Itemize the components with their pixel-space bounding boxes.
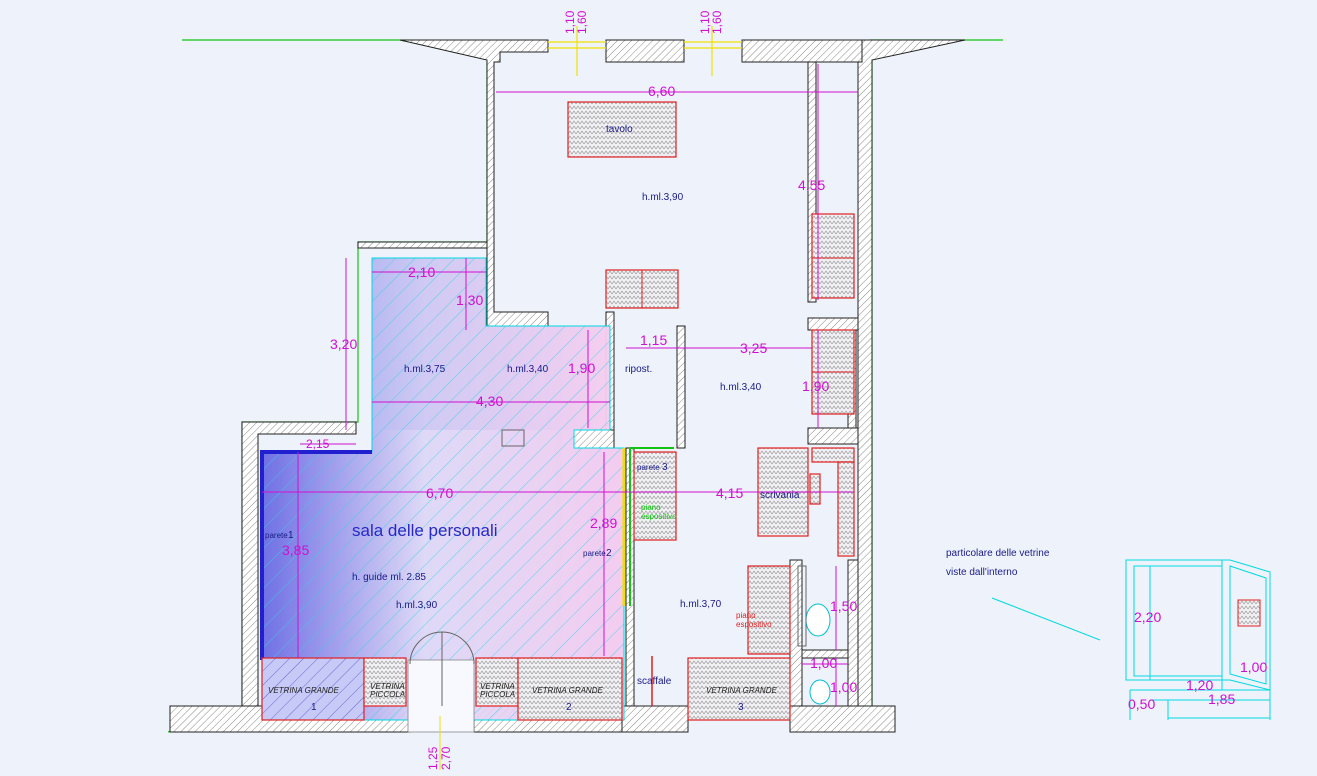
dim-ripost-h: 1,90 xyxy=(568,360,595,376)
detail-width: 1,85 xyxy=(1208,691,1235,707)
dim-small-w: 2,15 xyxy=(306,437,330,451)
dimension-lines xyxy=(262,64,858,706)
label-vetrina-grande-1: VETRINA GRANDE xyxy=(268,686,339,695)
label-vetrina-2: 2 xyxy=(566,702,572,713)
vetrine-detail: particolare delle vetrine viste dall'int… xyxy=(946,548,1271,720)
tavolo xyxy=(567,101,677,158)
label-parete-2: parete xyxy=(583,549,606,558)
dim-sala-h: 3,85 xyxy=(282,542,309,558)
walls xyxy=(169,39,966,733)
label-vetrina-grande-2: VETRINA GRANDE xyxy=(532,686,603,695)
dim-door-a: 1,25 xyxy=(426,746,440,770)
label-parete-2-num: 2 xyxy=(606,548,612,559)
sala-area xyxy=(260,257,674,721)
dim-left-upper-w: 2,10 xyxy=(408,264,435,280)
dim-notch-h: 1,30 xyxy=(456,292,483,308)
dim-top-width: 6,60 xyxy=(648,83,675,99)
dim-left-h: 3,20 xyxy=(330,336,357,352)
dim-win2-a: 1,10 xyxy=(698,10,712,34)
dim-mid-w: 4,30 xyxy=(476,393,503,409)
dim-win1-b: 1,60 xyxy=(575,10,589,34)
height-guide: h. guide ml. 2.85 xyxy=(352,572,426,583)
furniture xyxy=(261,101,855,721)
dim-right-w: 3,25 xyxy=(740,340,767,356)
label-espositivo-2: espositivo xyxy=(736,620,772,629)
windows-top xyxy=(548,26,742,76)
label-ripost: ripost. xyxy=(625,364,652,375)
label-piano-1: piano xyxy=(641,503,661,512)
dim-right-box-h: 1,90 xyxy=(802,378,829,394)
label-vetrina-grande-3: VETRINA GRANDE xyxy=(706,686,777,695)
label-scrivania: scrivania xyxy=(760,490,800,501)
entrance-door xyxy=(407,631,475,770)
label-parete-3: parete xyxy=(637,463,660,472)
label-espositivo-1: espositivo xyxy=(641,512,677,521)
room-labels: tavolo h.ml.3,90 h.ml.3,75 h.ml.3,40 rip… xyxy=(265,124,800,687)
detail-caption-1: particolare delle vetrine xyxy=(946,548,1050,559)
height-left-upper: h.ml.3,75 xyxy=(404,364,446,375)
height-sala: h.ml.3,90 xyxy=(396,600,438,611)
dim-parete2-h: 2,89 xyxy=(590,515,617,531)
label-tavolo: tavolo xyxy=(606,124,633,135)
dim-bath-w: 1,00 xyxy=(810,655,837,671)
detail-caption-2: viste dall'interno xyxy=(946,567,1018,578)
dimension-labels: 6,60 4,55 2,10 1,30 3,20 1,15 3,25 1,90 … xyxy=(282,10,857,770)
dim-ripost-w: 1,15 xyxy=(640,332,667,348)
vetrine-labels: VETRINA GRANDE 1 VETRINA PICCOLA VETRINA… xyxy=(268,682,777,713)
detail-base: 0,50 xyxy=(1128,696,1155,712)
height-right-low: h.ml.3,70 xyxy=(680,599,722,610)
detail-depth: 1,20 xyxy=(1186,677,1213,693)
label-piccola-left: PICCOLA xyxy=(370,690,405,699)
label-scaffale: scaffale xyxy=(637,676,672,687)
dim-right-upper: 4,55 xyxy=(798,177,825,193)
bathroom xyxy=(797,565,831,705)
label-piano-2: piano xyxy=(736,611,756,620)
dim-sala-w: 6,70 xyxy=(426,485,453,501)
detail-side: 1,00 xyxy=(1240,659,1267,675)
dim-door-b: 2,70 xyxy=(439,746,453,770)
dim-bath-h2: 1,00 xyxy=(830,679,857,695)
label-parete-1: parete xyxy=(265,531,288,540)
dim-win1-a: 1,10 xyxy=(563,10,577,34)
label-vetrina-piccola-right: VETRINA xyxy=(480,682,515,691)
label-parete-1-num: 1 xyxy=(288,530,294,541)
dim-right-w2: 4,15 xyxy=(716,485,743,501)
label-vetrina-piccola-left: VETRINA xyxy=(370,682,405,691)
dim-bath-h1: 1,50 xyxy=(830,598,857,614)
height-right-mid: h.ml.3,40 xyxy=(720,382,762,393)
height-top-room: h.ml.3,90 xyxy=(642,192,684,203)
detail-height: 2,20 xyxy=(1134,609,1161,625)
label-vetrina-1: 1 xyxy=(311,702,317,713)
sala-title: sala delle personali xyxy=(352,521,498,540)
dim-win2-b: 1,60 xyxy=(710,10,724,34)
label-piccola-right: PICCOLA xyxy=(480,690,515,699)
label-parete-3-num: 3 xyxy=(662,462,668,473)
label-vetrina-3: 3 xyxy=(738,702,744,713)
height-mid-upper: h.ml.3,40 xyxy=(507,364,549,375)
